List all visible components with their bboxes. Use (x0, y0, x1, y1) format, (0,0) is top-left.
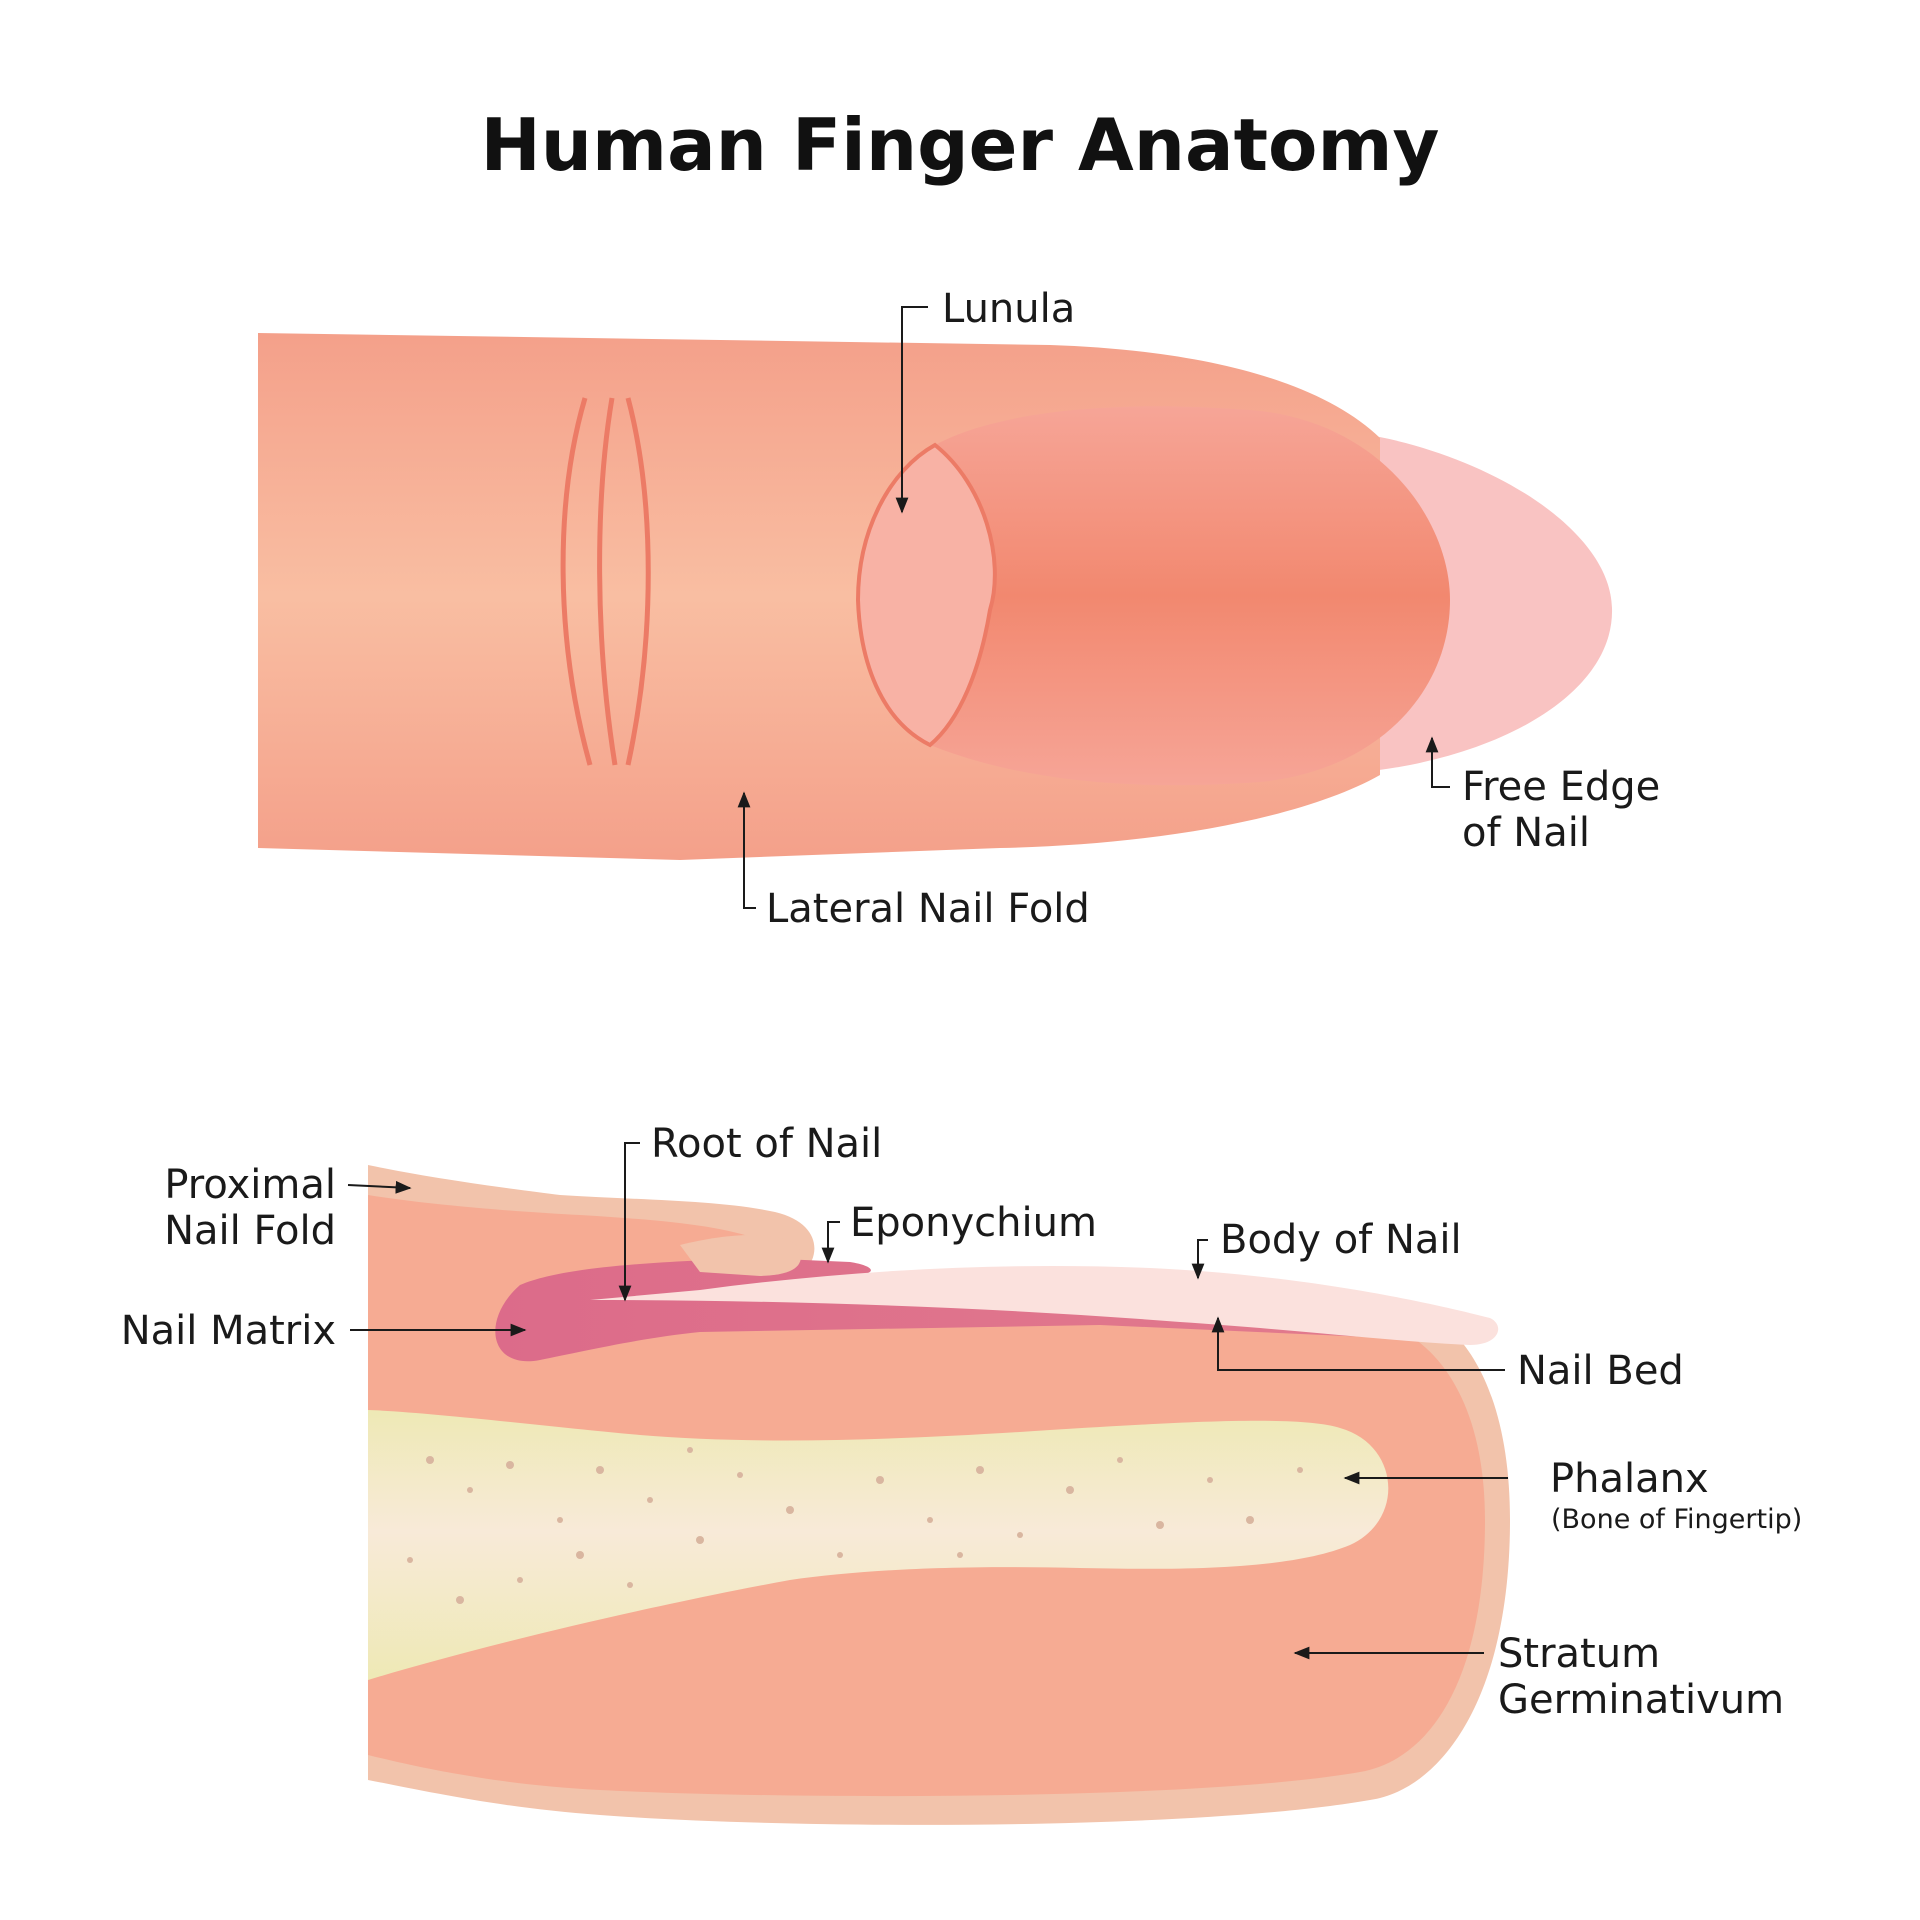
page-title: Human Finger Anatomy (481, 103, 1440, 187)
nail-matrix-shape (495, 1258, 1400, 1362)
label-eponychium-text: Eponychium (850, 1200, 1097, 1246)
bone-spot (517, 1577, 523, 1583)
label-nail-matrix: Nail Matrix (121, 1308, 527, 1354)
bone-spot (976, 1466, 984, 1474)
label-nail-bed-text: Nail Bed (1517, 1348, 1684, 1394)
finger-top-view (258, 333, 1613, 860)
label-free-edge-text-1: Free Edge (1462, 764, 1660, 810)
bone-spot (927, 1517, 933, 1523)
label-lateral-nail-fold: Lateral Nail Fold (737, 791, 1090, 932)
bone-spot (426, 1456, 434, 1464)
bone-spot (696, 1536, 704, 1544)
bone-spot (1117, 1457, 1123, 1463)
bone-spot (837, 1552, 843, 1558)
label-nail-bed: Nail Bed (1211, 1316, 1684, 1394)
knuckle-crease (597, 397, 618, 766)
nail-body-shape (590, 1266, 1499, 1345)
bone-spot (557, 1517, 563, 1523)
finger-cross-section (368, 1165, 1510, 1825)
label-phalanx-text: Phalanx (1550, 1456, 1709, 1502)
bone-spot (1017, 1532, 1023, 1538)
bone-spot (576, 1551, 584, 1559)
bone-spot (467, 1487, 473, 1493)
label-free-edge: Free Edge of Nail (1425, 736, 1660, 856)
label-body-of-nail-text: Body of Nail (1220, 1217, 1462, 1263)
label-stratum-text-2: Germinativum (1498, 1677, 1784, 1723)
bone-spot (647, 1497, 653, 1503)
bone-spot (1156, 1521, 1164, 1529)
bone-spot (687, 1447, 693, 1453)
label-root-of-nail: Root of Nail (618, 1121, 882, 1302)
lunula-shape (855, 442, 997, 748)
knuckle-crease (625, 397, 651, 766)
label-proximal-text-1: Proximal (164, 1162, 336, 1208)
bone-texture (407, 1447, 1303, 1604)
label-eponychium: Eponychium (821, 1200, 1097, 1264)
label-lunula-text: Lunula (942, 286, 1075, 332)
knuckle-crease (560, 397, 593, 766)
label-lunula: Lunula (895, 286, 1075, 514)
bone-spot (1297, 1467, 1303, 1473)
label-free-edge-text-2: of Nail (1462, 810, 1590, 856)
eponychium-fold (680, 1234, 801, 1276)
label-body-of-nail: Body of Nail (1191, 1217, 1462, 1280)
bone-spot (407, 1557, 413, 1563)
label-nail-matrix-text: Nail Matrix (121, 1308, 336, 1354)
bone-spot (1246, 1516, 1254, 1524)
label-phalanx-subtext: (Bone of Fingertip) (1551, 1504, 1802, 1535)
label-lateral-nail-fold-text: Lateral Nail Fold (766, 886, 1090, 932)
bone-spot (1066, 1486, 1074, 1494)
bone-spot (596, 1466, 604, 1474)
bone-spot (1207, 1477, 1213, 1483)
phalanx-bone (368, 1410, 1389, 1680)
bone-spot (737, 1472, 743, 1478)
bone-spot (506, 1461, 514, 1469)
bone-spot (786, 1506, 794, 1514)
bone-spot (627, 1582, 633, 1588)
label-proximal-text-2: Nail Fold (164, 1208, 336, 1254)
label-phalanx: Phalanx (Bone of Fingertip) (1343, 1456, 1802, 1535)
label-proximal-nail-fold: Proximal Nail Fold (164, 1162, 412, 1254)
label-root-of-nail-text: Root of Nail (651, 1121, 882, 1167)
bone-spot (456, 1596, 464, 1604)
label-stratum-text-1: Stratum (1498, 1631, 1660, 1677)
bone-spot (957, 1552, 963, 1558)
nail-plate (889, 406, 1450, 786)
bone-spot (876, 1476, 884, 1484)
label-stratum-germinativum: Stratum Germinativum (1293, 1631, 1784, 1723)
